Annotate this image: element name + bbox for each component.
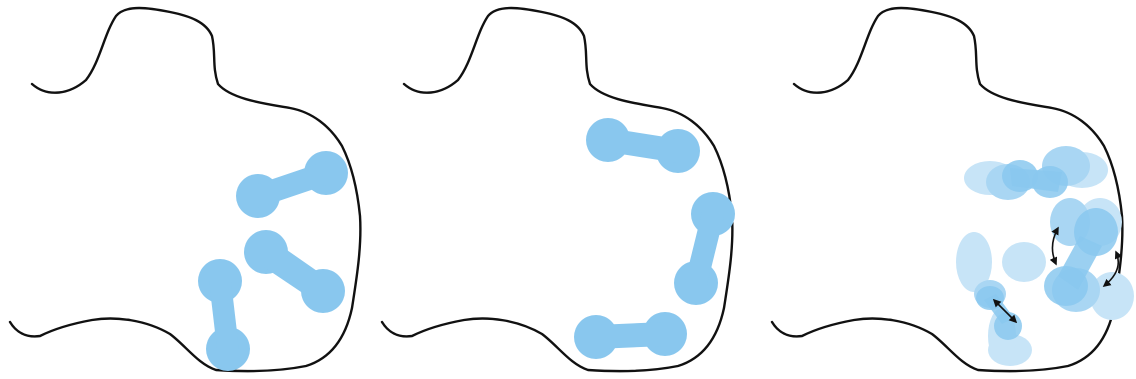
molecule-3 (198, 259, 250, 371)
molecule-1-fluctuation (964, 146, 1108, 200)
panel-1 (10, 8, 360, 371)
molecule-3-fluctuation (974, 280, 1032, 366)
panel-2 (382, 8, 735, 371)
molecule-1 (586, 118, 700, 173)
molecule-1 (236, 151, 348, 218)
panel-3 (772, 8, 1134, 371)
cell-outline (382, 8, 732, 371)
molecule-3 (574, 312, 687, 359)
molecule-2 (244, 230, 345, 313)
cell-outline (772, 8, 1122, 371)
